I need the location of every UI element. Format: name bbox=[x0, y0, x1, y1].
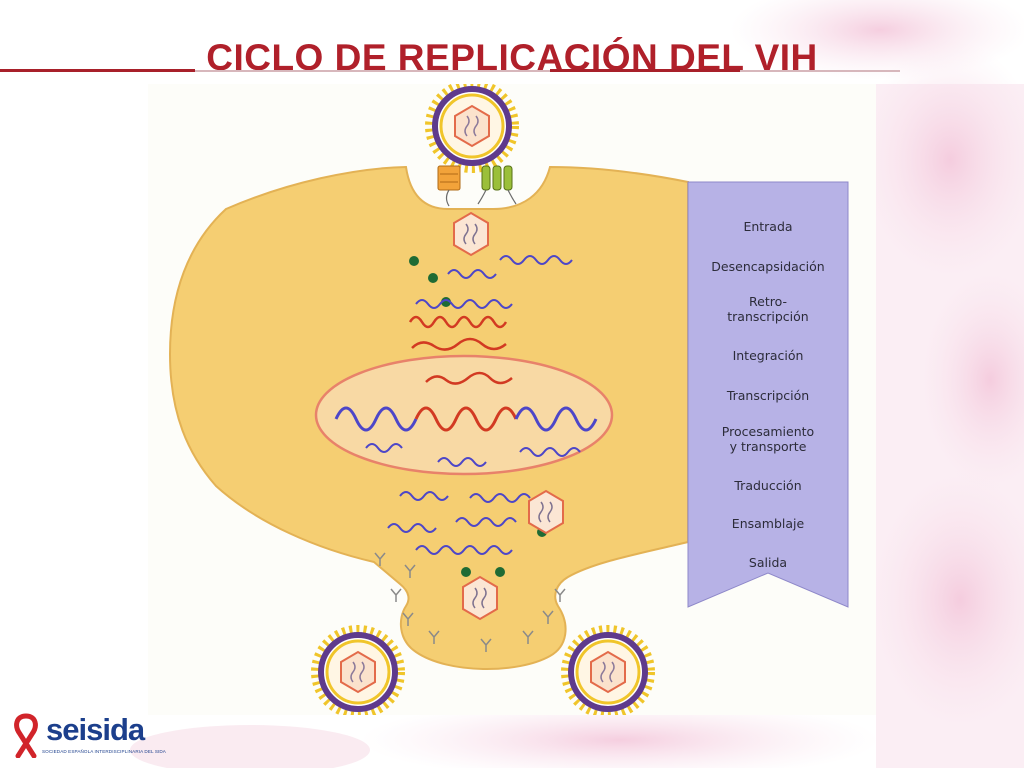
stage-label-traduccion: Traducción bbox=[733, 478, 801, 493]
nucleus bbox=[314, 354, 614, 476]
title-divider-mid bbox=[195, 70, 550, 72]
viral-rna bbox=[365, 255, 581, 555]
host-dna bbox=[334, 406, 598, 432]
ribbon-icon bbox=[14, 713, 38, 758]
title-divider-left bbox=[0, 69, 195, 72]
capsid-icon bbox=[528, 490, 564, 534]
virion-icon bbox=[430, 84, 514, 168]
title-divider-tail bbox=[740, 70, 900, 72]
page-title: CICLO DE REPLICACIÓN DEL VIH bbox=[206, 36, 818, 78]
seisida-logo: seisida SOCIEDAD ESPAÑOLA INTERDISCIPLIN… bbox=[6, 712, 166, 762]
receptor-icon bbox=[437, 165, 461, 207]
capsid-icon bbox=[453, 212, 489, 256]
viral-dna bbox=[408, 315, 513, 385]
stage-label-integracion: Integración bbox=[733, 348, 804, 363]
stage-label-entrada: Entrada bbox=[743, 219, 792, 234]
protein-dots bbox=[409, 256, 547, 577]
stage-label-desencapsidacion: Desencapsidación bbox=[711, 259, 824, 274]
title-divider-right bbox=[550, 69, 740, 72]
stage-label-ensamblaje: Ensamblaje bbox=[732, 516, 805, 531]
coreceptor-icon bbox=[477, 165, 517, 205]
stage-label-retro-2: transcripción bbox=[727, 309, 808, 324]
logo-part-sei: sei bbox=[46, 712, 87, 747]
logo-wordmark: seisida bbox=[46, 712, 145, 748]
stage-label-procesamiento: Procesamiento bbox=[722, 424, 814, 439]
stage-panel bbox=[687, 181, 849, 608]
stage-label-transcripcion: Transcripción bbox=[726, 388, 809, 403]
virion-icon bbox=[566, 630, 650, 714]
virion-icon bbox=[316, 630, 400, 714]
logo-part-sida: sida bbox=[86, 712, 145, 747]
logo-subtitle: SOCIEDAD ESPAÑOLA INTERDISCIPLINARIA DEL… bbox=[42, 749, 166, 754]
stage-label-procesamiento-2: y transporte bbox=[730, 439, 807, 454]
hiv-cycle-diagram: Entrada Desencapsidación Retro- transcri… bbox=[168, 84, 849, 715]
capsid-icon bbox=[462, 576, 498, 620]
stage-label-salida: Salida bbox=[749, 555, 787, 570]
stage-label-retro: Retro- bbox=[749, 294, 787, 309]
diagram-panel: Entrada Desencapsidación Retro- transcri… bbox=[148, 84, 876, 715]
